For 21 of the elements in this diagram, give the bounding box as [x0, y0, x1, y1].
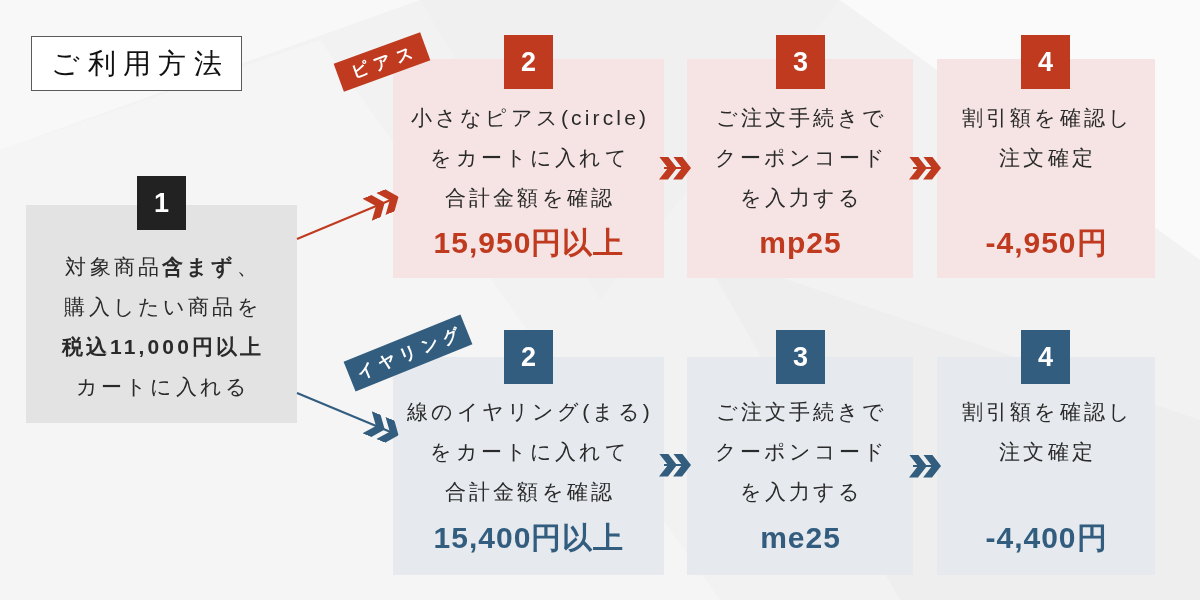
step-instructions: 割引額を確認し注文確定: [961, 105, 1135, 171]
step-instructions: 小さなピアス(circle)をカートに入れて合計金額を確認: [410, 105, 651, 211]
step-number: 1: [137, 176, 186, 230]
price-threshold: 15,400円以上: [432, 520, 626, 556]
price-threshold: 15,950円以上: [432, 225, 626, 261]
step-number: 4: [1021, 35, 1070, 89]
step-number: 4: [1021, 330, 1070, 384]
step-instructions: 対象商品含まず、購入したい商品を税込11,000円以上カートに入れる: [60, 254, 266, 400]
step-instructions: ご注文手続きでクーポンコードを入力する: [713, 399, 890, 505]
step-number: 3: [776, 35, 825, 89]
step-number: 3: [776, 330, 825, 384]
coupon-code: me25: [759, 520, 842, 556]
step-number: 2: [504, 330, 553, 384]
page-title: ご利用方法: [31, 36, 242, 91]
step-number: 2: [504, 35, 553, 89]
discount-amount: -4,950円: [984, 225, 1109, 261]
step-instructions: 線のイヤリング(まる)をカートに入れて合計金額を確認: [406, 399, 654, 505]
step-instructions: 割引額を確認し注文確定: [961, 399, 1135, 465]
coupon-code: mp25: [758, 225, 843, 261]
step-instructions: ご注文手続きでクーポンコードを入力する: [713, 105, 890, 211]
discount-amount: -4,400円: [984, 520, 1109, 556]
